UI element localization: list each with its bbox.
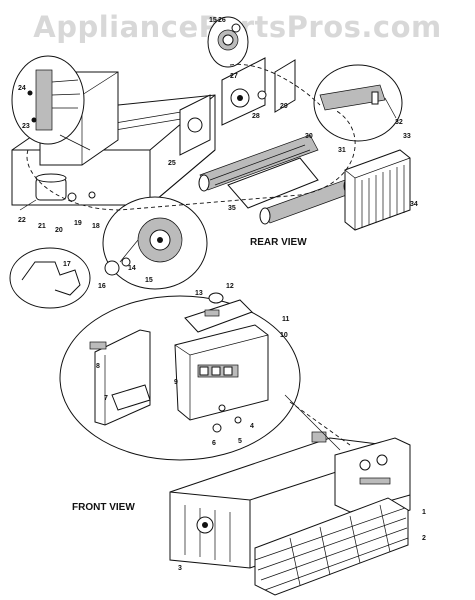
dashed-leader-top	[229, 63, 321, 106]
front-view-title: FRONT VIEW	[72, 502, 135, 513]
part-label: 9	[174, 379, 178, 386]
front-unit	[169, 431, 411, 569]
part-label: 34	[410, 201, 418, 208]
part-label: 6	[212, 440, 216, 447]
part-label: 33	[403, 133, 411, 140]
part-label: 2	[422, 535, 426, 542]
part-label: 28	[252, 113, 260, 120]
part-label: 21	[38, 223, 46, 230]
leader-line-front	[284, 394, 341, 451]
part-label: 15	[209, 17, 217, 24]
dashed-leader-front	[289, 401, 351, 446]
part-label: 23	[22, 123, 30, 130]
motor-bracket	[179, 57, 296, 156]
part-label: 4	[250, 423, 254, 430]
part-label: 31	[338, 147, 346, 154]
part-label: 32	[395, 119, 403, 126]
part-label: 22	[18, 217, 26, 224]
part-label: 7	[104, 395, 108, 402]
part-label: 25	[168, 160, 176, 167]
part-label: 5	[238, 438, 242, 445]
detail-callout-controls	[59, 292, 301, 461]
blower-wheel	[198, 134, 353, 225]
part-label: 8	[96, 363, 100, 370]
part-label: 30	[305, 133, 313, 140]
rear-view-title: REAR VIEW	[250, 237, 307, 248]
front-grille	[254, 497, 409, 596]
detail-callout-fan	[102, 196, 208, 290]
part-label: 13	[195, 290, 203, 297]
part-label: 20	[55, 227, 63, 234]
part-label: 1	[422, 509, 426, 516]
detail-callout-shaft	[313, 64, 403, 142]
part-label: 27	[230, 73, 238, 80]
part-label: 29	[280, 103, 288, 110]
part-label: 16	[98, 283, 106, 290]
part-label: 35	[228, 205, 236, 212]
detail-callout-gear	[207, 16, 249, 68]
part-label: 10	[280, 332, 288, 339]
part-label: 14	[128, 265, 136, 272]
part-label: 12	[226, 283, 234, 290]
part-label: 26	[218, 17, 226, 24]
rear-coil	[344, 149, 411, 231]
dashed-leader-rear	[26, 109, 356, 211]
part-labels: 1 2 3 4 5 6 7 8 9 10 11 12 13 14 15 16 1…	[18, 17, 426, 572]
detail-callout-clip	[9, 247, 91, 309]
part-label: 19	[74, 220, 82, 227]
part-label: 17	[63, 261, 71, 268]
part-label: 11	[282, 316, 290, 323]
part-label: 18	[92, 223, 100, 230]
part-label: 3	[178, 565, 182, 572]
detail-callout-switch	[11, 55, 91, 151]
part-label: 24	[18, 85, 26, 92]
part-label: 15	[145, 277, 153, 284]
